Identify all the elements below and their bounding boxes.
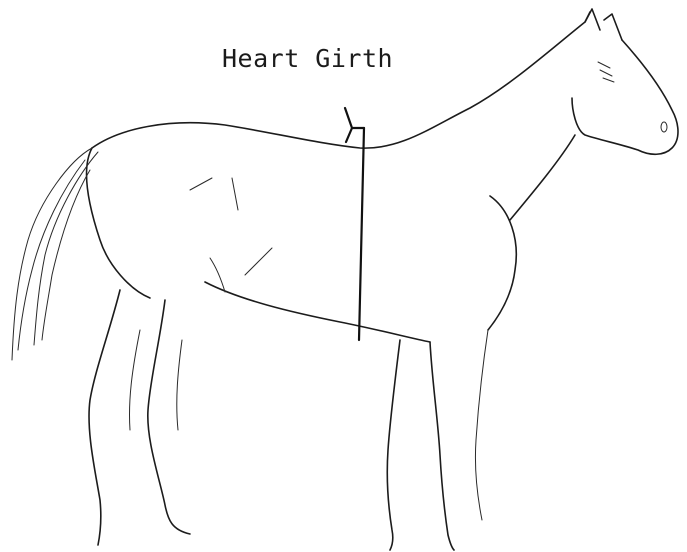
horse-front-leg-right [430,342,454,550]
horse-neck-underline [510,135,575,220]
horse-hindquarter-outline [87,148,150,298]
heart-girth-tick [345,108,364,142]
horse-body-contour-4 [210,258,225,292]
horse-body-contour-2 [232,178,238,210]
horse-chest-outline [488,196,516,330]
horse-body-contour-1 [190,178,212,190]
horse-hind-leg-right [148,300,190,534]
horse-hind-leg-left [89,290,120,545]
horse-front-leg-back [475,330,488,520]
horse-belly-outline [205,282,430,342]
horse-back-outline [92,12,590,148]
horse-tail [12,148,98,360]
heart-girth-label: Heart Girth [222,44,393,73]
horse-eye [661,122,667,132]
horse-front-leg-left [387,340,400,550]
horse-mane-marks [598,62,614,82]
heart-girth-line [359,128,364,340]
horse-hind-leg-inner [129,330,182,430]
horse-ears [585,9,622,40]
horse-body-contour-3 [245,248,272,275]
horse-head-outline [572,40,678,154]
